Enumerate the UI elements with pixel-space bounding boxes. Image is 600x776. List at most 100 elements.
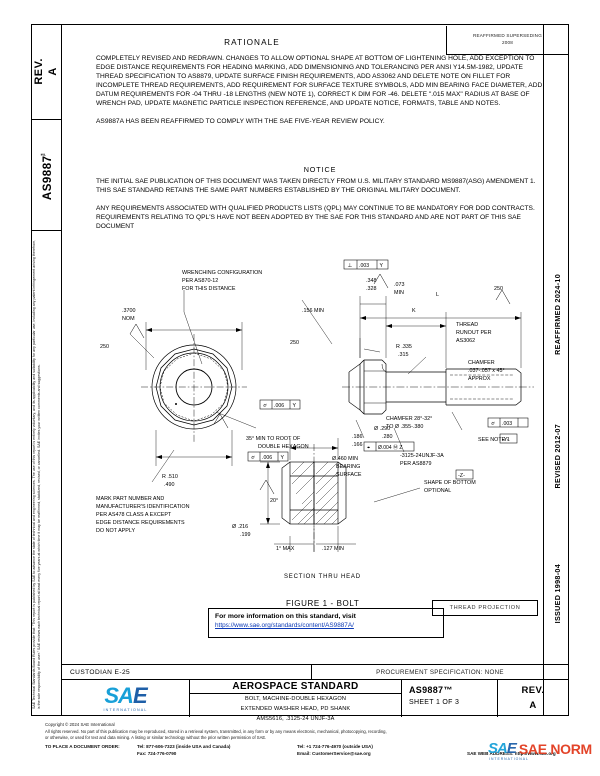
rationale-paragraph-2: AS9887A HAS BEEN REAFFIRMED TO COMPLY WI… (96, 117, 385, 125)
drawing-frame-outer (31, 24, 569, 716)
sae-logo-sub: INTERNATIONAL (103, 708, 148, 712)
tel-usa: Tel: 877-606-7323 (inside USA and Canada… (137, 743, 231, 749)
revision-value: A (529, 699, 537, 711)
dim-head-h-l2: .328 (366, 286, 377, 292)
thread-projection-box: THREAD PROJECTION (432, 600, 538, 616)
drawing-svg: WRENCHING CONFIGURATION PER AS870-12 FOR… (96, 259, 534, 608)
svg-text:-Z-: -Z- (458, 473, 465, 479)
dim-angle-20: 20° (270, 498, 278, 504)
rationale-body: COMPLETELY REVISED AND REDRAWN. CHANGES … (96, 55, 544, 127)
svg-text:Y: Y (281, 455, 285, 461)
fcf-runout-end-right: ⌭ .006 Y (259, 399, 301, 410)
note-wrenching-l3: FOR THIS DISTANCE (182, 286, 236, 292)
section-view (281, 444, 347, 552)
svg-text:⌖: ⌖ (367, 445, 370, 451)
svg-text:.003: .003 (502, 421, 512, 427)
title-block: CUSTODIAN E-25 PROCUREMENT SPECIFICATION… (62, 664, 568, 722)
svg-text:.003: .003 (359, 263, 369, 269)
date-revised: REVISED 2012-07 (552, 424, 562, 489)
drawing-text: WRENCHING CONFIGURATION PER AS870-12 FOR… (96, 270, 505, 608)
rev-box: REV.A (31, 24, 62, 120)
page-footer: Copyright © 2024 SAE International All r… (45, 722, 590, 756)
rev-box-text: REV.A (32, 58, 59, 85)
svg-text:Y: Y (293, 403, 297, 409)
dim-pad-l1: .073 (394, 282, 405, 288)
notice-paragraph-1: THE INITIAL SAE PUBLICATION OF THIS DOCU… (96, 178, 536, 194)
order-label: TO PLACE A DOCUMENT ORDER: (45, 743, 120, 749)
note-shape-l1: SHAPE OF BOTTOM (424, 480, 476, 486)
reaffirmation-stamp: REAFFIRMED SUPERSEDING 2008 (446, 26, 568, 55)
note-marking-l4: EDGE DISTANCE REQUIREMENTS (96, 520, 185, 526)
engineering-drawing: WRENCHING CONFIGURATION PER AS870-12 FOR… (64, 252, 542, 642)
date-issued: ISSUED 1998-04 (552, 564, 562, 624)
dim-K: K (412, 308, 416, 314)
sheet-number: SHEET 1 OF 3 (409, 699, 460, 706)
sf-250-end: 250 (100, 344, 109, 350)
note-marking-l2: MANUFACTURER'S IDENTIFICATION (96, 504, 190, 510)
title-block-row-1: CUSTODIAN E-25 PROCUREMENT SPECIFICATION… (62, 665, 568, 680)
custodian-field: CUSTODIAN E-25 (62, 665, 312, 680)
svg-text:⌭: ⌭ (251, 455, 255, 461)
note-chamfer-thread-l1: CHAMFER (468, 360, 495, 366)
callout-line-1: For more information on this standard, v… (215, 613, 356, 620)
document-number-field: AS9887™ SHEET 1 OF 3 (402, 680, 498, 717)
standard-info-callout[interactable]: For more information on this standard, v… (208, 608, 444, 638)
note-wrenching-l1: WRENCHING CONFIGURATION (182, 270, 262, 276)
sf-250-thread: 250 (494, 286, 503, 292)
dim-sec-h1: .186 (352, 434, 363, 440)
note-marking-l5: DO NOT APPLY (96, 528, 135, 534)
dim-shank-d2: .280 (382, 434, 393, 440)
document-number: AS9887™ (409, 685, 453, 695)
web-address[interactable]: SAE WEB ADDRESS: http://www.sae.org (467, 750, 556, 756)
dim-gage-d2: .199 (240, 532, 251, 538)
watermark-subtext: INTERNATIONAL (489, 757, 529, 761)
rationale-paragraph-1: COMPLETELY REVISED AND REDRAWN. CHANGES … (96, 55, 543, 107)
leader-lines (129, 290, 463, 503)
dim-min-156: .156 MIN (302, 308, 324, 314)
note-thread-spec-l1: -3125-24UNJF-3A (400, 453, 444, 459)
note-bearing-l1: Ø.460 MIN (332, 456, 358, 462)
note-runout-l1: THREAD (456, 322, 478, 328)
dimension-lines (145, 296, 522, 552)
doc-number-text: AS9887™ (39, 149, 54, 201)
fcf-position-shank: ⌖ Ø.004 Ⓜ Z (363, 441, 415, 452)
note-chamfer-thread-l3: APPROX (468, 376, 491, 382)
sidebar-disclaimer-text: SAE Technical Standards Board Rules prov… (32, 239, 42, 709)
dim-thread-min: .127 MIN (322, 546, 344, 552)
dim-wrench-l2: .490 (164, 482, 175, 488)
doc-number-box: AS9887™ (31, 120, 62, 231)
svg-text:⌭: ⌭ (491, 421, 495, 427)
svg-text:-Y-: -Y- (502, 437, 509, 443)
notice-paragraph-2: ANY REQUIREMENTS ASSOCIATED WITH QUALIFI… (96, 204, 535, 230)
title-field: AEROSPACE STANDARD BOLT, MACHINE-DOUBLE … (190, 680, 402, 722)
stamp-line-1: REAFFIRMED SUPERSEDING (473, 33, 542, 39)
note-marking-l3: PER AS478 CLASS A EXCEPT (96, 512, 172, 518)
revision-field: REV. A (498, 680, 568, 717)
procurement-spec-field: PROCUREMENT SPECIFICATION: NONE (376, 669, 504, 676)
svg-text:⊥: ⊥ (348, 262, 353, 269)
svg-text:Ø.004 Ⓜ Z: Ø.004 Ⓜ Z (378, 444, 402, 451)
order-row-1: TO PLACE A DOCUMENT ORDER: Tel: 877-606-… (45, 744, 590, 749)
note-chamfer-thread-l2: .037-.057 x 45° (468, 368, 505, 374)
surface-finish-symbols (129, 273, 511, 495)
sidebar-disclaimer-box: SAE Technical Standards Board Rules prov… (31, 231, 62, 716)
note-chamfer-head-l2: TO Ø .355-.380 (386, 424, 423, 430)
end-view (141, 334, 247, 442)
standard-url-link[interactable]: https://www.sae.org/standards/content/AS… (215, 621, 354, 629)
svg-text:SEE NOTE 1: SEE NOTE 1 (478, 437, 510, 443)
note-thread-spec-l2: PER AS8879 (400, 461, 431, 467)
dim-shank-d1: Ø .290 (374, 426, 390, 432)
rights-line-2: or otherwise, or used for text and data … (45, 735, 267, 741)
note-root-l1: 35° MIN TO ROOT OF (246, 436, 301, 442)
email-address[interactable]: Email: CustomerService@sae.org (297, 750, 371, 756)
svg-text:.006: .006 (274, 403, 284, 409)
note-marking-l1: MARK PART NUMBER AND (96, 496, 164, 502)
sf-250-side: 250 (290, 340, 299, 346)
dim-L: L (436, 292, 439, 298)
description-line-3: AMS5616, .3125-24 UNJF-3A (256, 715, 335, 722)
note-runout-l3: AS3062 (456, 338, 475, 344)
rationale-title: RATIONALE (224, 38, 280, 47)
fax-number: Fax: 724-776-0790 (137, 750, 177, 756)
rights-line-1: All rights reserved. No part of this pub… (45, 728, 387, 734)
